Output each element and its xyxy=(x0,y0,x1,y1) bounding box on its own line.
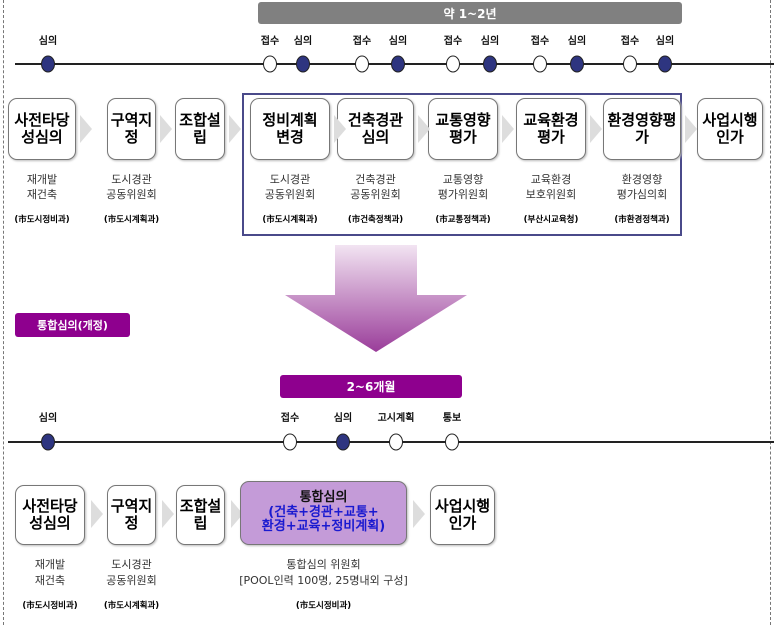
process-step-box: 구역지정 xyxy=(107,485,156,545)
chevron-right-icon xyxy=(80,115,92,143)
review-node xyxy=(336,433,350,451)
timeline-label: 고시계획 xyxy=(377,413,415,424)
committee-name: 재개발 xyxy=(26,173,58,186)
timeline-label: 접수 xyxy=(530,36,550,47)
timeline-label: 심의 xyxy=(480,36,500,47)
department: (市건축정책과) xyxy=(347,215,404,225)
process-step-box: 사전타당성심의 xyxy=(15,485,85,545)
department: (市도시계획과) xyxy=(262,215,318,225)
committee-name: 건축경관 xyxy=(355,173,396,186)
chevron-right-icon xyxy=(418,115,430,143)
review-node xyxy=(41,55,55,73)
committee-name: 보호위원회 xyxy=(525,188,577,201)
process-step-box: 사전타당성심의 xyxy=(8,98,76,160)
committee-name: 공동위원회 xyxy=(106,188,157,201)
timeline-label: 심의 xyxy=(333,413,353,424)
committee-name: 도시경관 xyxy=(111,173,152,186)
process-step-box: 교통영향평가 xyxy=(428,98,498,160)
committee-name: 재개발 xyxy=(34,558,66,571)
process-step-box: 사업시행인가 xyxy=(430,485,495,545)
committee-name: 공동위원회 xyxy=(350,188,401,201)
process-step-box: 사업시행인가 xyxy=(697,98,763,160)
committee-name: 교육환경 xyxy=(530,173,572,186)
department: (市도시계획과) xyxy=(103,601,160,611)
committee-name: 공동위원회 xyxy=(264,188,316,201)
committee-name: 공동위원회 xyxy=(106,574,157,587)
timeline-label: 심의 xyxy=(293,36,313,47)
chevron-right-icon xyxy=(334,115,346,143)
committee-name: [POOL인력 100명, 25명내외 구성] xyxy=(239,574,408,587)
existing-review-frame xyxy=(242,93,682,236)
period-bar-before: 약 1~2년 xyxy=(258,2,682,24)
timeline-label: 심의 xyxy=(38,36,58,47)
timeline-label: 심의 xyxy=(655,36,675,47)
chevron-right-icon xyxy=(685,115,697,143)
chevron-right-icon xyxy=(502,115,514,143)
department: (市도시정비과) xyxy=(295,601,352,611)
timeline-label: 심의 xyxy=(388,36,408,47)
review-node xyxy=(296,55,310,73)
submission-node xyxy=(446,55,460,73)
process-step-box: 환경영향평가 xyxy=(603,98,681,160)
chevron-right-icon xyxy=(160,115,172,143)
process-step-box: 조합설립 xyxy=(176,485,225,545)
committee-name: 평가심의회 xyxy=(616,188,668,201)
timeline-label: 접수 xyxy=(620,36,640,47)
committee-name: 교통영향 xyxy=(442,173,484,186)
chevron-right-icon xyxy=(91,500,103,528)
department: (市도시계획과) xyxy=(103,215,160,225)
department: (市교통정책과) xyxy=(435,215,491,225)
review-node xyxy=(41,433,55,451)
department: (市도시정비과) xyxy=(14,215,70,225)
department: (市환경정책과) xyxy=(614,215,670,225)
chevron-right-icon xyxy=(413,500,425,528)
process-step-box: 구역지정 xyxy=(107,98,156,160)
chevron-right-icon xyxy=(229,115,241,143)
process-step-box: 건축경관 심의 xyxy=(337,98,414,160)
chevron-right-icon xyxy=(162,500,174,528)
review-node xyxy=(570,55,584,73)
committee-name: 평가위원회 xyxy=(437,188,489,201)
committee-name: 환경영향 xyxy=(621,173,663,186)
submission-node xyxy=(389,433,403,451)
revised-label: 통합심의(개정) xyxy=(15,313,130,337)
chevron-right-icon xyxy=(590,115,602,143)
integrated-review-text: 환경+교육+정비계획) xyxy=(261,519,386,535)
timeline-label: 접수 xyxy=(443,36,463,47)
committee-name: 도시경관 xyxy=(111,558,152,571)
timeline-label: 접수 xyxy=(352,36,372,47)
integrated-review-text: 통합심의 xyxy=(299,489,348,505)
process-step-box: 정비계획 변경 xyxy=(250,98,330,160)
process-step-box: 교육환경평가 xyxy=(516,98,586,160)
committee-name: 통합심의 위원회 xyxy=(286,558,361,571)
review-node xyxy=(391,55,405,73)
period-bar-after: 2~6개월 xyxy=(280,375,462,398)
timeline-label: 통보 xyxy=(442,413,462,424)
submission-node xyxy=(445,433,459,451)
timeline-label: 접수 xyxy=(280,413,300,424)
review-node xyxy=(658,55,672,73)
department: (市도시정비과) xyxy=(22,601,78,611)
timeline-label: 심의 xyxy=(567,36,587,47)
submission-node xyxy=(533,55,547,73)
submission-node xyxy=(355,55,369,73)
timeline-label: 접수 xyxy=(260,36,280,47)
submission-node xyxy=(283,433,297,451)
review-node xyxy=(483,55,497,73)
committee-name: 재건축 xyxy=(26,188,58,201)
integrated-review-text: (건축+경관+교통+ xyxy=(268,504,379,520)
submission-node xyxy=(623,55,637,73)
committee-name: 도시경관 xyxy=(269,173,311,186)
department: (부산시교육청) xyxy=(523,215,579,225)
committee-name: 재건축 xyxy=(34,574,66,587)
process-step-box: 조합설립 xyxy=(175,98,225,160)
down-arrow xyxy=(285,245,467,352)
submission-node xyxy=(263,55,277,73)
integrated-review-box: 통합심의(건축+경관+교통+환경+교육+정비계획) xyxy=(240,481,407,545)
timeline-label: 심의 xyxy=(38,413,58,424)
